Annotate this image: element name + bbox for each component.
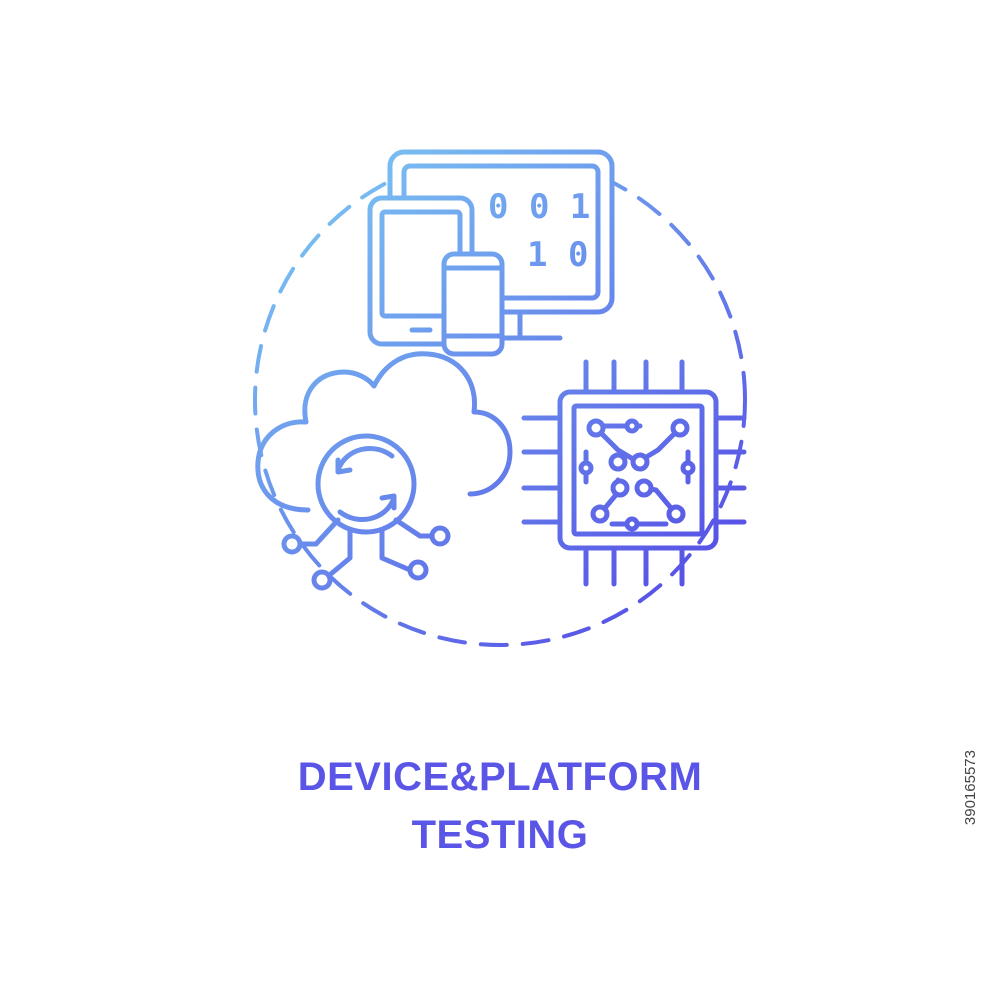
chip-body <box>557 389 719 551</box>
devices-icon <box>367 149 615 357</box>
processor-chip-icon <box>521 359 747 587</box>
cloud-sync-icon <box>255 351 513 591</box>
sync-arrow-icon <box>335 446 395 473</box>
sync-ring <box>315 433 417 535</box>
cloud-icon <box>255 351 513 513</box>
phone-icon <box>441 251 505 357</box>
caption-line-1: DEVICE&PLATFORM <box>297 755 703 799</box>
stock-id-text: 390165573 <box>962 750 979 826</box>
binary-code-line-2: 1 0 <box>527 235 588 275</box>
binary-code-line-1: 0 0 1 <box>488 187 590 227</box>
stock-id-watermark: 390165573 <box>962 750 982 990</box>
caption-line-2: TESTING <box>411 813 589 857</box>
